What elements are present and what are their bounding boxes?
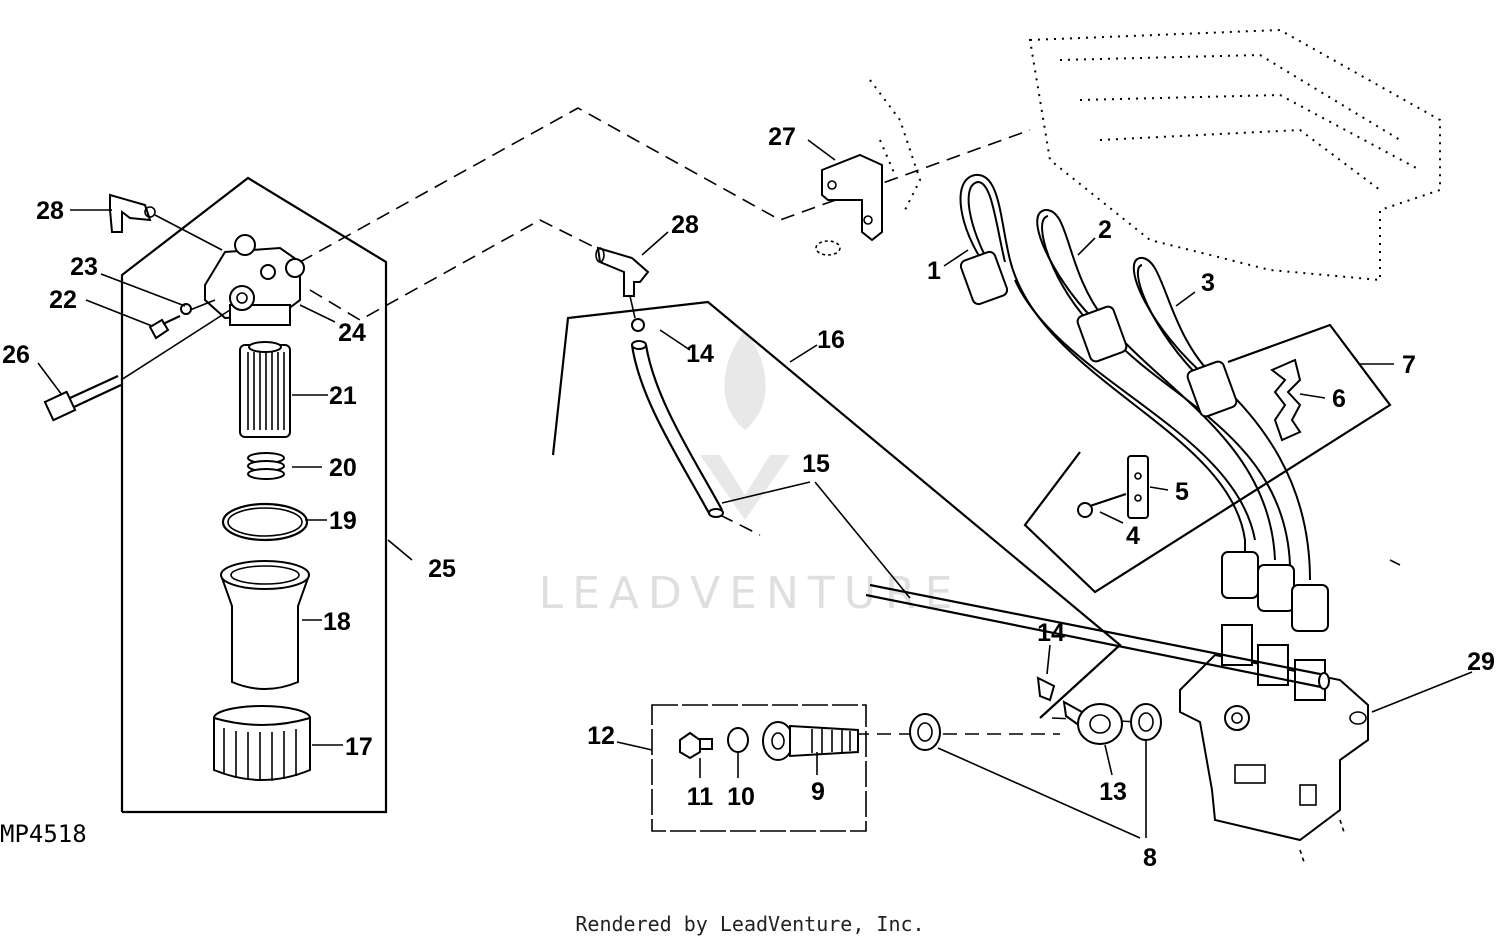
elbow-fitting-center-icon bbox=[595, 246, 650, 297]
bolt-26-icon bbox=[43, 375, 122, 422]
banjo-fitting-icon bbox=[1062, 700, 1123, 745]
callout-3: 3 bbox=[1201, 269, 1215, 297]
injection-lines-icon bbox=[959, 173, 1311, 581]
screw-11-icon bbox=[679, 731, 713, 760]
callout-11: 11 bbox=[687, 783, 714, 811]
hose-upper-icon bbox=[630, 340, 724, 518]
callout-24: 24 bbox=[338, 319, 366, 347]
callout-21: 21 bbox=[329, 382, 357, 410]
sealing-washer-icons bbox=[909, 703, 1162, 751]
filter-head-icon bbox=[204, 234, 305, 326]
clamp-14-upper-icon bbox=[631, 318, 645, 332]
hose-lower-icon bbox=[865, 583, 1330, 690]
elbow-fitting-left-icon bbox=[109, 193, 156, 233]
callout-22: 22 bbox=[49, 286, 77, 314]
callout-20: 20 bbox=[329, 454, 357, 482]
filter-element-icon bbox=[239, 341, 291, 438]
bleed-screw-group-box bbox=[651, 704, 867, 832]
callout-14-upper: 14 bbox=[686, 340, 714, 368]
callout-15: 15 bbox=[802, 450, 830, 478]
spring-icon bbox=[247, 452, 285, 480]
watermark-text: LEADVENTURE bbox=[539, 568, 962, 619]
drawing-code: MP4518 bbox=[0, 820, 87, 848]
bracket-5-icon bbox=[1127, 455, 1149, 519]
screw-22-icon bbox=[148, 315, 181, 340]
render-credit: Rendered by LeadVenture, Inc. bbox=[575, 912, 925, 936]
clamp-6-icon bbox=[1270, 358, 1302, 442]
callout-29: 29 bbox=[1467, 648, 1495, 676]
callout-7: 7 bbox=[1402, 351, 1416, 379]
line-nut-icons bbox=[959, 250, 1329, 632]
callout-27: 27 bbox=[768, 123, 796, 151]
callout-10: 10 bbox=[727, 783, 755, 811]
watermark: LEADVENTURE bbox=[539, 330, 962, 619]
leader-lines bbox=[37, 139, 1473, 839]
callout-16: 16 bbox=[817, 326, 845, 354]
engine-outline bbox=[869, 28, 1441, 282]
callout-2: 2 bbox=[1098, 216, 1112, 244]
callout-4: 4 bbox=[1126, 522, 1140, 550]
callout-13: 13 bbox=[1099, 778, 1127, 806]
banjo-bolt-icon bbox=[762, 721, 859, 761]
callout-5: 5 bbox=[1175, 478, 1189, 506]
callout-23: 23 bbox=[70, 253, 98, 281]
callout-6: 6 bbox=[1332, 385, 1346, 413]
ring-nut-icon bbox=[213, 705, 311, 781]
callout-labels: 1 2 3 4 5 6 7 8 9 10 11 12 13 14 14 15 1… bbox=[2, 123, 1495, 872]
fuel-filter-group bbox=[43, 176, 388, 814]
washer-10-icon bbox=[727, 727, 749, 753]
bracket-27-icon bbox=[815, 153, 883, 256]
filter-bowl-icon bbox=[220, 560, 310, 690]
callout-26: 26 bbox=[2, 341, 30, 369]
callout-19: 19 bbox=[329, 507, 357, 535]
callout-1: 1 bbox=[927, 257, 941, 285]
callout-28-center: 28 bbox=[671, 211, 699, 239]
callout-9: 9 bbox=[811, 778, 825, 806]
injection-pump-icon bbox=[1179, 624, 1369, 866]
callout-12: 12 bbox=[587, 722, 615, 750]
bolt-4-icon bbox=[1077, 492, 1127, 518]
callout-18: 18 bbox=[323, 608, 351, 636]
callout-28-left: 28 bbox=[36, 197, 64, 225]
callout-17: 17 bbox=[345, 733, 373, 761]
o-ring-icon bbox=[221, 502, 309, 542]
callout-14-lower: 14 bbox=[1037, 619, 1065, 647]
callout-25: 25 bbox=[428, 555, 456, 583]
clamp-14-lower-icon bbox=[1036, 676, 1056, 702]
callout-8: 8 bbox=[1143, 844, 1157, 872]
